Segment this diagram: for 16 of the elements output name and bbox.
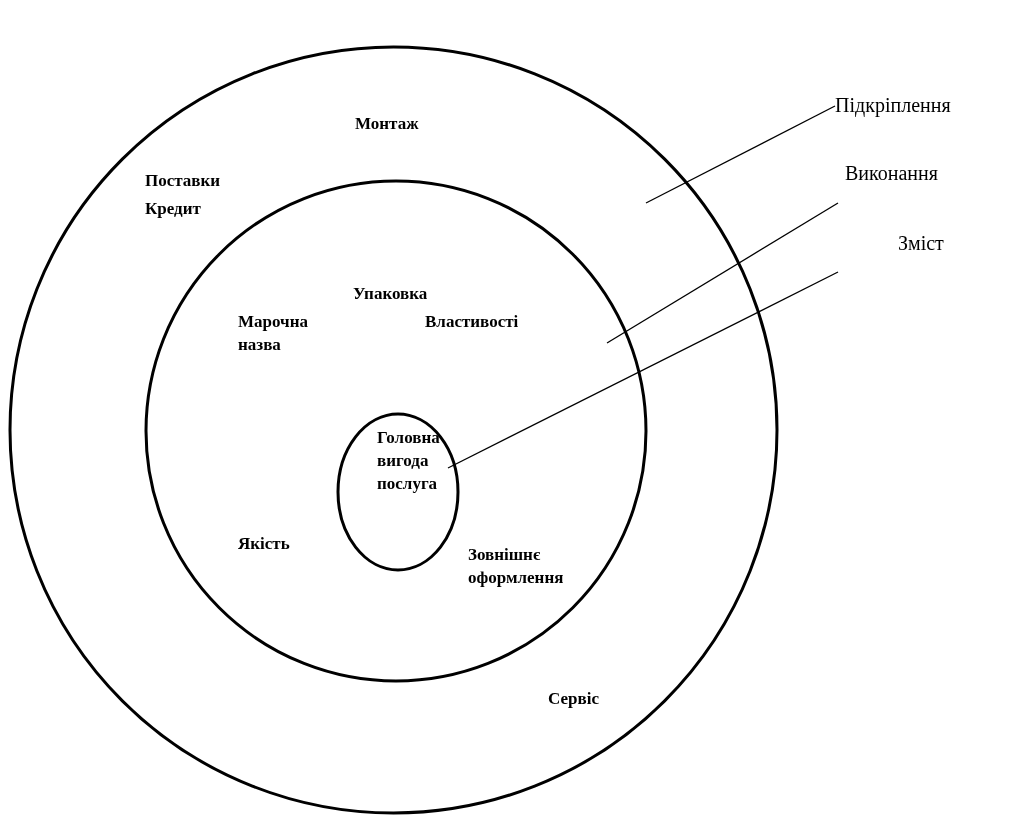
feature-label: Сервіс: [548, 688, 599, 710]
feature-label: Кредит: [145, 198, 201, 220]
feature-label: Головна вигода послуга: [377, 427, 441, 495]
layer-label: Підкріплення: [835, 93, 951, 119]
layer-label: Виконання: [845, 161, 938, 186]
leader-line: [645, 105, 836, 204]
feature-label: Упаковка: [353, 283, 428, 305]
feature-label: Властивості: [425, 311, 519, 333]
leader-line: [606, 202, 839, 344]
feature-label: Марочна назва: [238, 311, 309, 356]
feature-label: Якість: [238, 533, 290, 555]
feature-label: Поставки: [145, 170, 221, 192]
layer-label: Зміст: [898, 231, 944, 256]
feature-label: Зовнішнє оформлення: [468, 544, 565, 589]
feature-label: Монтаж: [355, 113, 419, 135]
leader-line: [447, 271, 839, 469]
